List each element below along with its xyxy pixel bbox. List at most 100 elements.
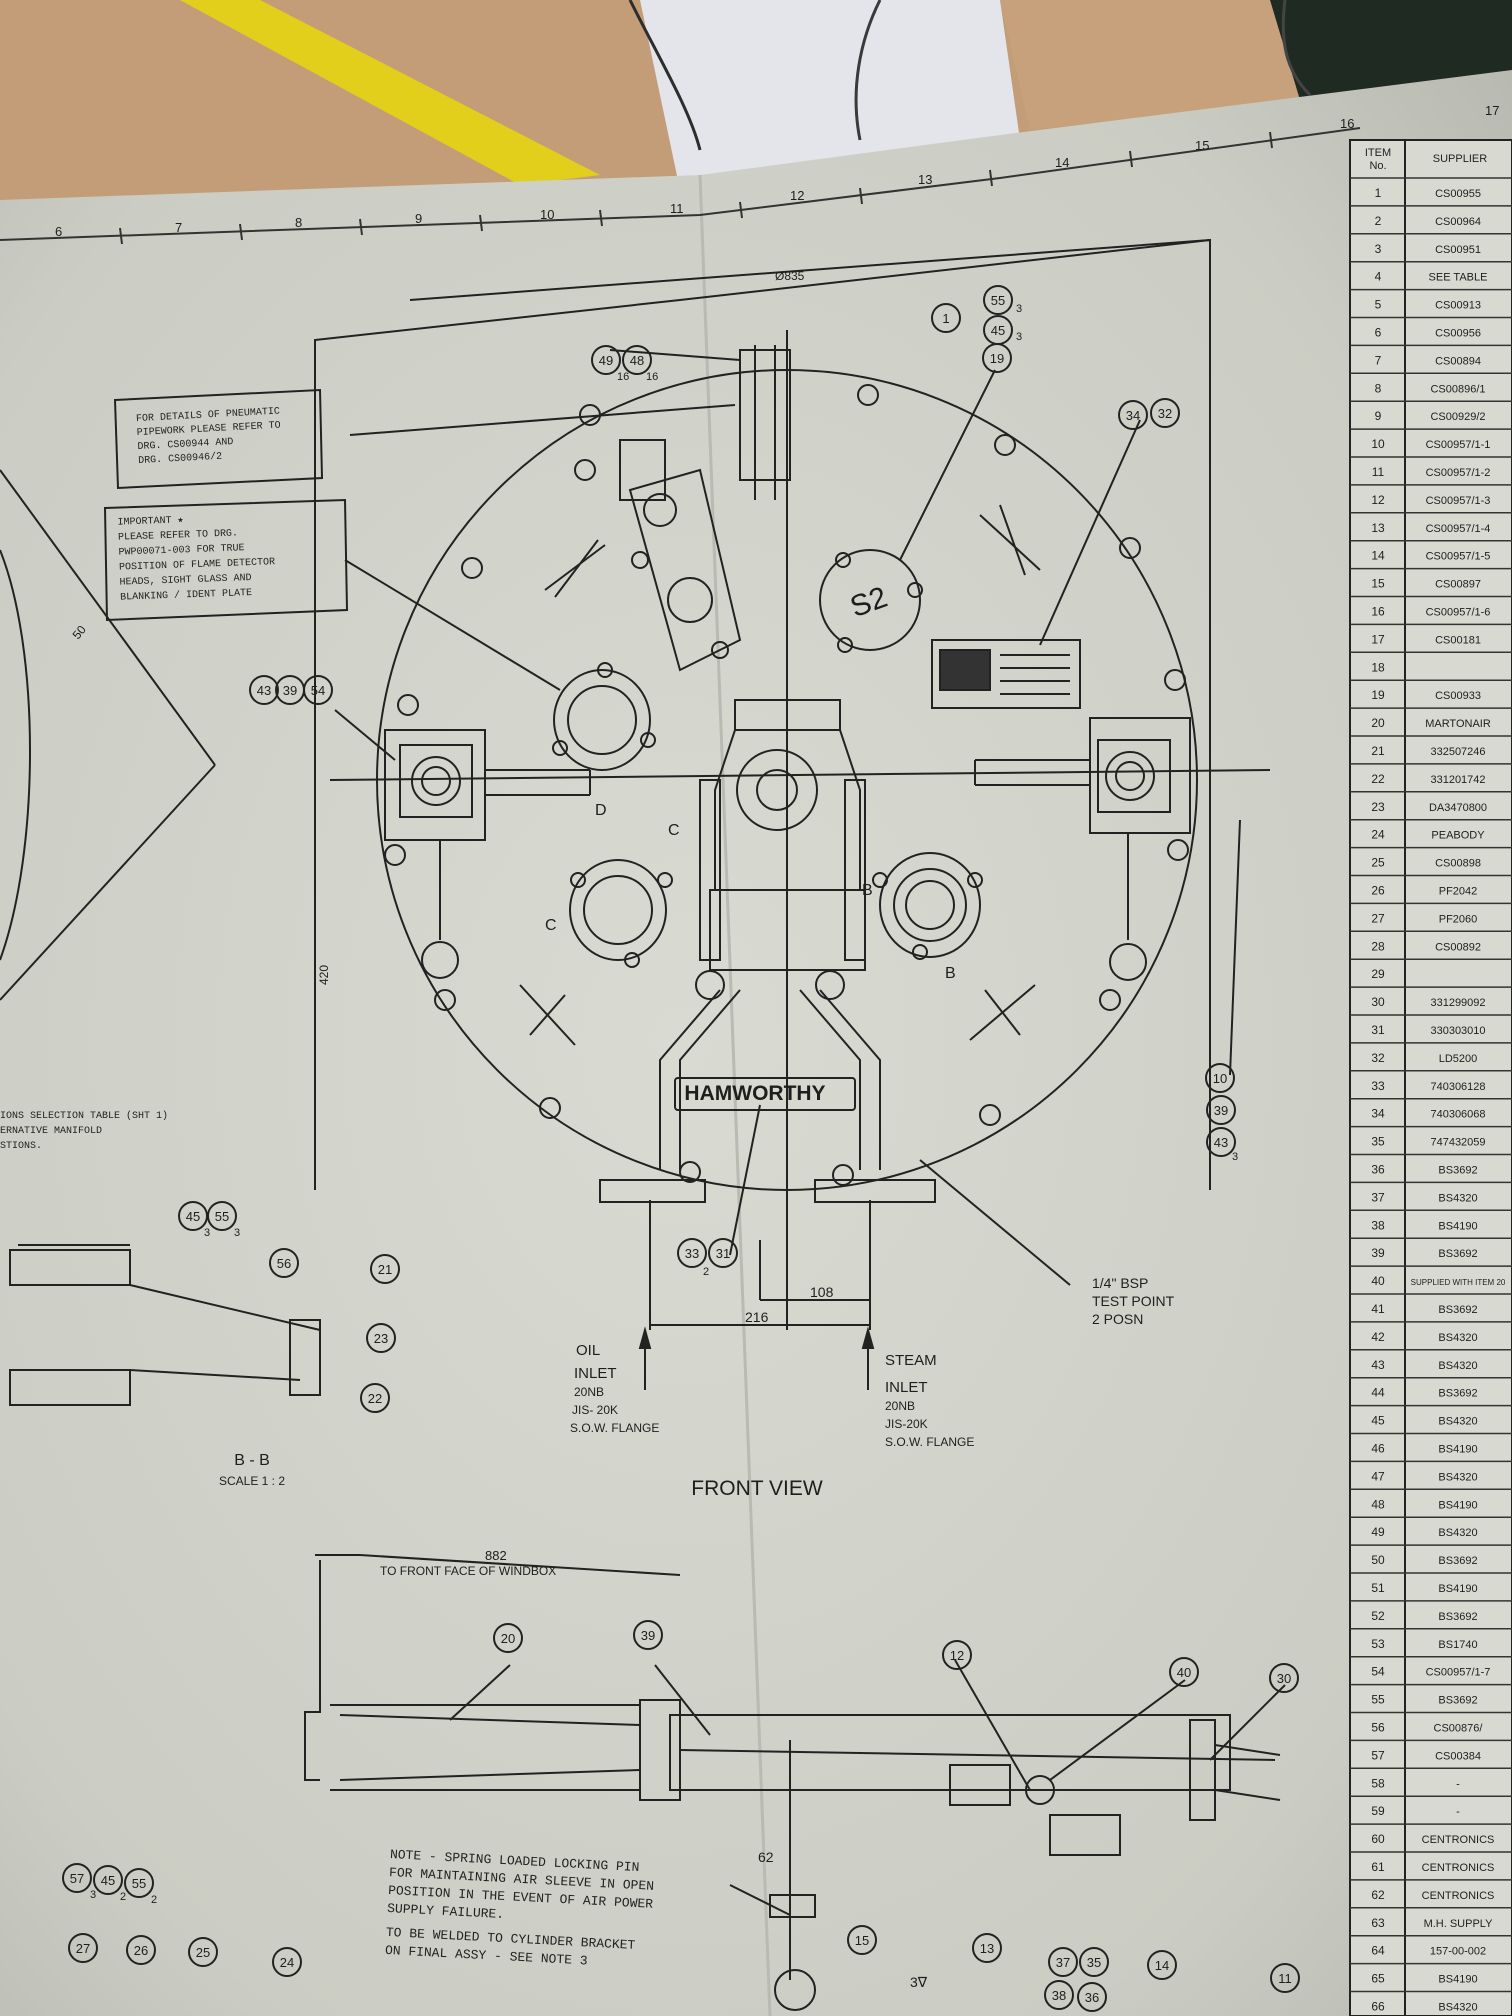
table-cell-item: 30 xyxy=(1371,995,1385,1009)
item-balloon xyxy=(1044,1980,1074,2010)
dim-108: 108 xyxy=(810,1284,834,1300)
note-selection-line: ERNATIVE MANIFOLD xyxy=(0,1126,102,1137)
item-balloon xyxy=(591,345,621,375)
item-balloon-number: 33 xyxy=(685,1246,699,1261)
test-point-label: 1/4" BSP xyxy=(1092,1275,1148,1291)
table-cell-item: 58 xyxy=(1371,1776,1385,1790)
item-balloon xyxy=(982,343,1012,373)
note-line: DRG. CS00946/2 xyxy=(138,451,223,467)
item-balloon xyxy=(622,345,652,375)
item-balloon xyxy=(360,1383,390,1413)
table-cell-supplier: BS4190 xyxy=(1438,1974,1477,1986)
table-cell-supplier: BS4320 xyxy=(1438,1416,1477,1428)
table-cell-supplier: 747432059 xyxy=(1430,1137,1485,1149)
table-cell-item: 66 xyxy=(1371,2000,1385,2014)
port-top-left xyxy=(552,662,656,771)
table-cell-supplier: BS4320 xyxy=(1438,1332,1477,1344)
balloon-quantity: 2 xyxy=(703,1266,709,1278)
item-balloon-number: 49 xyxy=(599,353,613,368)
yellow-pencil xyxy=(180,0,600,185)
balloon-quantity: 3 xyxy=(204,1227,210,1239)
table-cell-supplier: 740306068 xyxy=(1430,1109,1485,1121)
item-balloon xyxy=(847,1925,877,1955)
item-balloon-number: 11 xyxy=(1278,1971,1292,1986)
note-line: POSITION OF FLAME DETECTOR xyxy=(119,557,275,573)
item-balloon-number: 57 xyxy=(70,1871,84,1886)
item-balloon xyxy=(68,1933,98,1963)
table-cell-item: 46 xyxy=(1371,1442,1385,1456)
table-cell-item: 60 xyxy=(1371,1832,1385,1846)
item-balloon-number: 43 xyxy=(257,683,271,698)
table-cell-item: 38 xyxy=(1371,1218,1385,1232)
table-cell-item: 45 xyxy=(1371,1414,1385,1428)
right-flame-detector xyxy=(974,717,1191,981)
item-balloon-number: 40 xyxy=(1177,1665,1191,1680)
item-balloon xyxy=(366,1323,396,1353)
table-cell-supplier: 331201742 xyxy=(1430,774,1485,786)
table-cell-item: 28 xyxy=(1371,939,1385,953)
item-balloon xyxy=(1206,1095,1236,1125)
section-scale: SCALE 1 : 2 xyxy=(219,1474,285,1488)
item-balloon xyxy=(983,285,1013,315)
table-cell-item: 37 xyxy=(1371,1190,1385,1204)
table-cell-item: 24 xyxy=(1371,828,1385,842)
item-balloon-number: 27 xyxy=(76,1941,90,1956)
item-balloon-number: 38 xyxy=(1052,1988,1066,2003)
item-balloon-number: 45 xyxy=(186,1209,200,1224)
steam-inlet-spec: S.O.W. FLANGE xyxy=(885,1435,974,1449)
table-cell-supplier: M.H. SUPPLY xyxy=(1424,1918,1494,1930)
table-cell-supplier: 740306128 xyxy=(1430,1081,1485,1093)
section-letter: C xyxy=(545,917,557,934)
test-point-label: TEST POINT xyxy=(1092,1293,1175,1309)
table-cell-item: 56 xyxy=(1371,1721,1385,1735)
cross-marks xyxy=(519,504,1041,1046)
item-balloon-number: 45 xyxy=(991,323,1005,338)
port-left xyxy=(569,859,673,968)
balloon-quantity: 16 xyxy=(646,371,658,383)
table-cell-item: 62 xyxy=(1371,1888,1385,1902)
item-balloon-number: 12 xyxy=(950,1648,964,1663)
item-balloon-number: 39 xyxy=(1214,1103,1228,1118)
table-cell-item: 29 xyxy=(1371,967,1385,981)
section-letter: C xyxy=(668,822,680,839)
table-cell-supplier: CS00929/2 xyxy=(1430,411,1485,423)
table-cell-supplier: 330303010 xyxy=(1430,1025,1485,1037)
table-cell-item: 33 xyxy=(1371,1079,1385,1093)
item-balloon xyxy=(677,1238,707,1268)
grid-number: 8 xyxy=(295,215,302,230)
table-cell-item: 15 xyxy=(1371,577,1385,591)
grid-number: 13 xyxy=(918,172,932,187)
table-cell-item: 18 xyxy=(1371,660,1385,674)
table-cell-supplier: CS00957/1-1 xyxy=(1426,439,1491,451)
note-important-box: IMPORTANT ★ PLEASE REFER TO DRG. PWP0007… xyxy=(103,498,349,622)
table-cell-supplier: BS3692 xyxy=(1438,1304,1477,1316)
item-balloon xyxy=(1079,1947,1109,1977)
table-cell-item: 11 xyxy=(1372,465,1385,479)
item-balloon xyxy=(126,1935,156,1965)
item-balloon xyxy=(188,1937,218,1967)
item-balloon-number: 20 xyxy=(501,1631,515,1646)
table-cell-supplier: SUPPLIED WITH ITEM 20 xyxy=(1411,1278,1506,1287)
table-cell-item: 53 xyxy=(1371,1637,1385,1651)
table-cell-supplier: BS4190 xyxy=(1438,1444,1477,1456)
ident-plate xyxy=(931,639,1081,709)
grid-number: 12 xyxy=(790,188,804,203)
grid-number: 10 xyxy=(540,207,554,222)
balloon-quantity: 16 xyxy=(617,371,629,383)
table-cell-item: 52 xyxy=(1371,1609,1385,1623)
note-line: HEADS, SIGHT GLASS AND xyxy=(119,573,251,589)
table-cell-supplier: 332507246 xyxy=(1430,746,1485,758)
grid-number: 14 xyxy=(1055,155,1069,170)
table-cell-supplier: - xyxy=(1456,1778,1460,1790)
table-header-item: ITEM xyxy=(1365,147,1391,159)
table-cell-supplier: BS4320 xyxy=(1438,1192,1477,1204)
section-letter: D xyxy=(595,802,607,819)
item-balloon xyxy=(1269,1663,1299,1693)
table-cell-item: 40 xyxy=(1371,1274,1385,1288)
dim-882: 882 xyxy=(485,1548,507,1563)
section-title: B - B xyxy=(234,1452,270,1469)
balloon-quantity: 3 xyxy=(1016,303,1022,315)
balloon-quantity: 2 xyxy=(151,1894,157,1906)
